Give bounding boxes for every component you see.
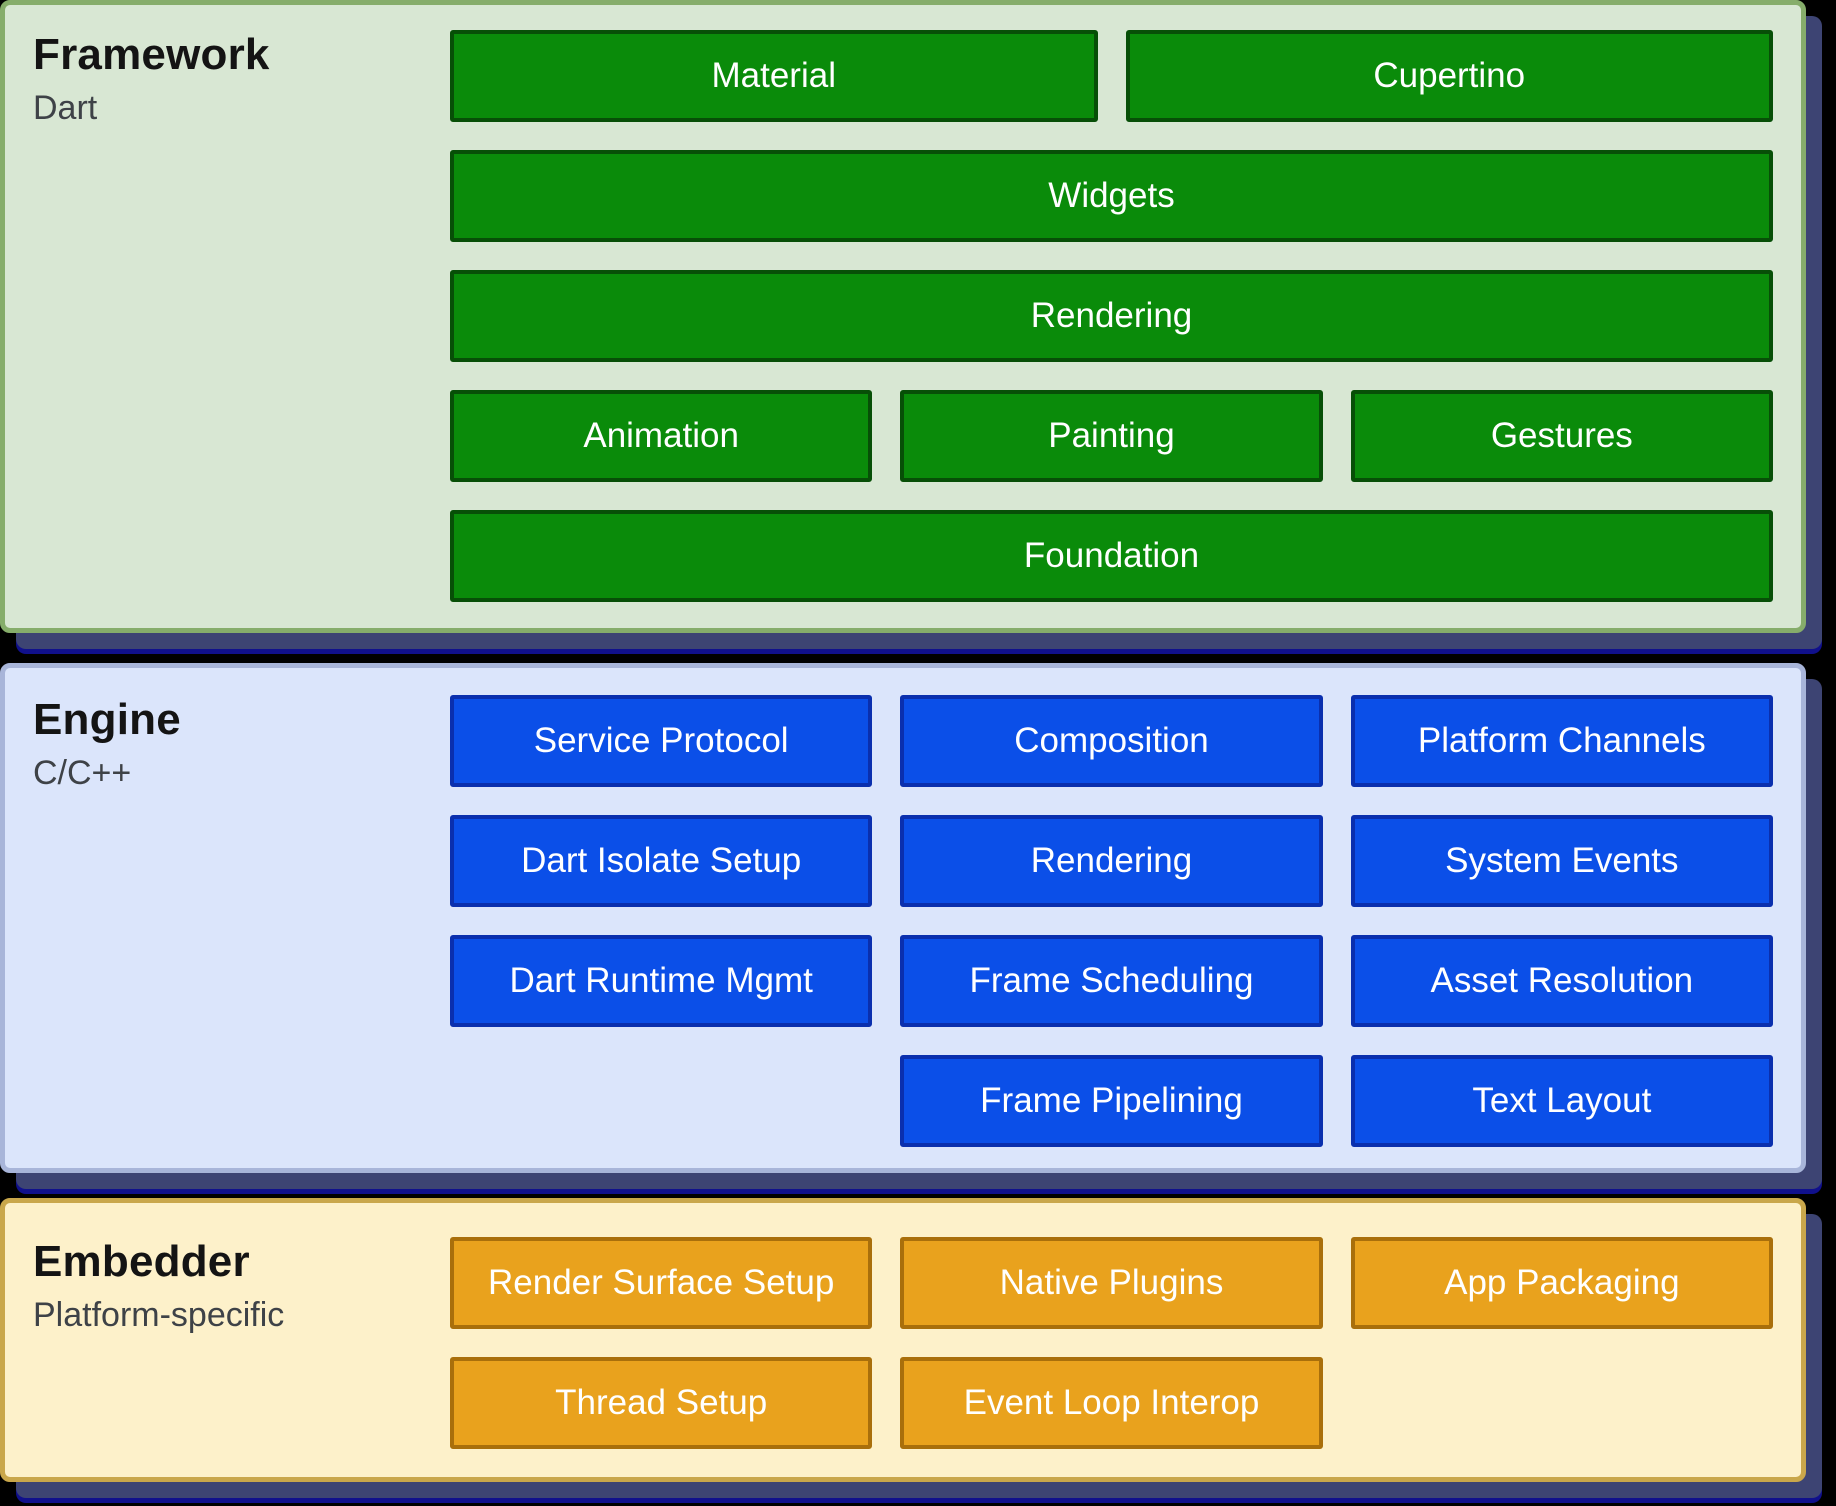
box-platform-channels: Platform Channels [1350,695,1773,787]
framework-label-column: Framework Dart [33,30,450,602]
box-text-layout: Text Layout [1350,1055,1773,1147]
box-row: Foundation [450,510,1773,602]
section-subtitle: C/C++ [33,753,132,792]
box-frame-pipelining: Frame Pipelining [900,1055,1323,1147]
box-gestures: Gestures [1350,390,1773,482]
box-painting: Painting [900,390,1323,482]
box-dart-runtime-mgmt: Dart Runtime Mgmt [450,935,873,1027]
box-dart-isolate-setup: Dart Isolate Setup [450,815,873,907]
box-material: Material [450,30,1098,122]
box-render-surface-setup: Render Surface Setup [450,1237,873,1329]
box-row: Rendering [450,270,1773,362]
section-title: Engine [33,695,181,744]
box-service-protocol: Service Protocol [450,695,873,787]
box-event-loop-interop: Event Loop Interop [900,1357,1323,1449]
box-row: Animation Painting Gestures [450,390,1773,482]
section-embedder: Embedder Platform-specific Render Surfac… [0,1198,1806,1482]
box-thread-setup: Thread Setup [450,1357,873,1449]
box-asset-resolution: Asset Resolution [1350,935,1773,1027]
box-row: Dart Runtime Mgmt Frame Scheduling Asset R… [450,935,1773,1027]
box-row: Material Cupertino [450,30,1773,122]
section-engine: Engine C/C++ Service Protocol Composition… [0,663,1806,1173]
box-system-events: System Events [1350,815,1773,907]
box-row: Render Surface Setup Native Plugins App Pa… [450,1237,1773,1329]
section-subtitle: Dart [33,88,98,127]
section-subtitle: Platform-specific [33,1295,285,1334]
box-widgets: Widgets [450,150,1773,242]
box-native-plugins: Native Plugins [900,1237,1323,1329]
engine-box-grid: Service Protocol Composition Platform Chan… [450,695,1773,1147]
box-cupertino: Cupertino [1125,30,1773,122]
section-title: Framework [33,30,270,79]
box-composition: Composition [900,695,1323,787]
box-rendering: Rendering [900,815,1323,907]
box-row: Dart Isolate Setup Rendering System Events [450,815,1773,907]
embedder-box-grid: Render Surface Setup Native Plugins App Pa… [450,1237,1773,1453]
box-row: Widgets [450,150,1773,242]
embedder-label-column: Embedder Platform-specific [33,1237,450,1453]
box-animation: Animation [450,390,873,482]
box-frame-scheduling: Frame Scheduling [900,935,1323,1027]
section-title: Embedder [33,1237,250,1286]
box-app-packaging: App Packaging [1350,1237,1773,1329]
box-row: Service Protocol Composition Platform Chan… [450,695,1773,787]
box-row: Thread Setup Event Loop Interop [450,1357,1773,1449]
box-rendering: Rendering [450,270,1773,362]
box-foundation: Foundation [450,510,1773,602]
box-row: Frame Pipelining Text Layout [450,1055,1773,1147]
engine-label-column: Engine C/C++ [33,695,450,1147]
